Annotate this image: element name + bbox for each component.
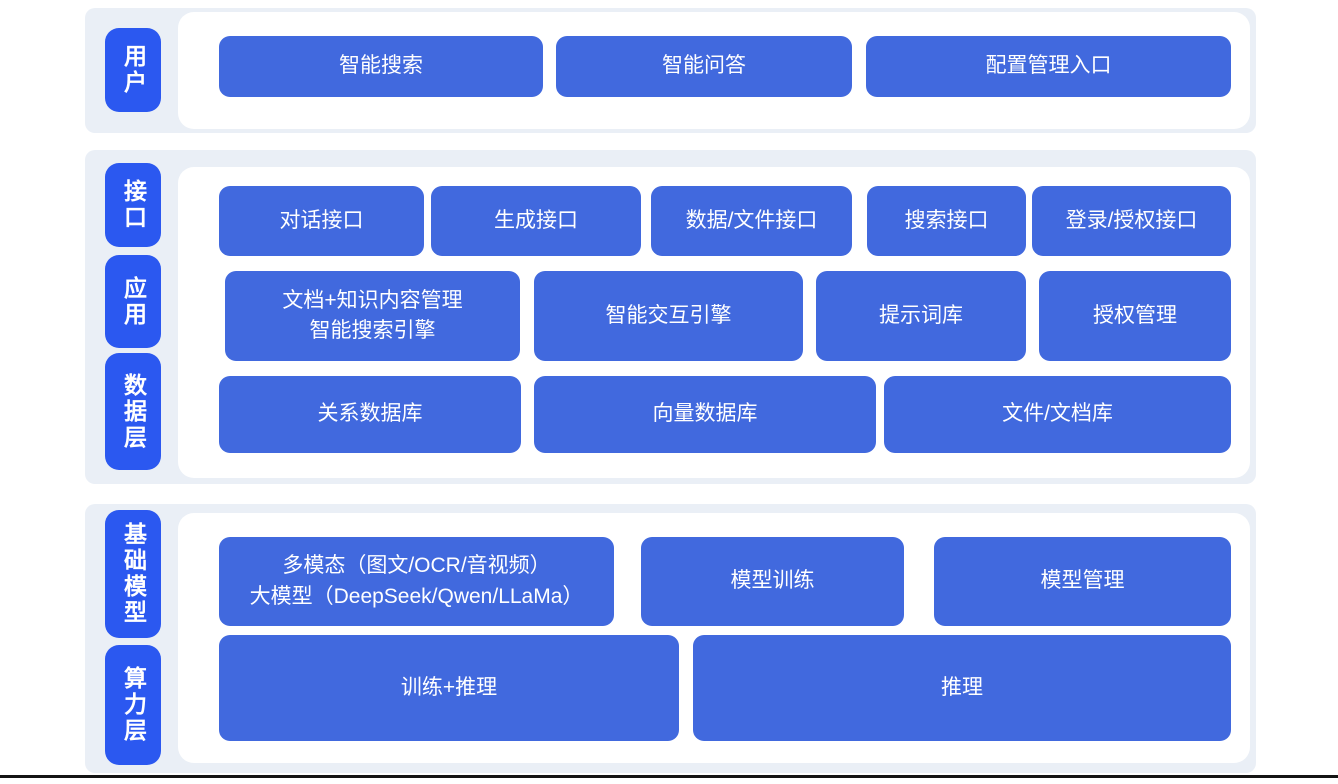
- node-prompt-library: 提示词库: [816, 271, 1026, 361]
- node-doc-knowledge-search-engine: 文档+知识内容管理 智能搜索引擎: [225, 271, 520, 361]
- node-vector-db: 向量数据库: [534, 376, 876, 453]
- node-smart-search: 智能搜索: [219, 36, 543, 97]
- node-training-inference: 训练+推理: [219, 635, 679, 741]
- node-smart-qa: 智能问答: [556, 36, 852, 97]
- rail-label-user: 用户: [105, 28, 161, 112]
- bottom-divider-line: [0, 775, 1338, 778]
- node-model-training: 模型训练: [641, 537, 904, 626]
- rail-label-compute-layer: 算力层: [105, 645, 161, 765]
- node-model-management: 模型管理: [934, 537, 1231, 626]
- node-file-doc-store: 文件/文档库: [884, 376, 1231, 453]
- node-auth-management: 授权管理: [1039, 271, 1231, 361]
- node-interaction-engine: 智能交互引擎: [534, 271, 803, 361]
- node-login-auth-api: 登录/授权接口: [1032, 186, 1231, 256]
- node-multimodal-llm: 多模态（图文/OCR/音视频） 大模型（DeepSeek/Qwen/LLaMa）: [219, 537, 614, 626]
- node-relational-db: 关系数据库: [219, 376, 521, 453]
- node-config-management-entry: 配置管理入口: [866, 36, 1231, 97]
- rail-label-foundation-model: 基础模型: [105, 510, 161, 638]
- node-dialog-api: 对话接口: [219, 186, 424, 256]
- rail-label-interface: 接口: [105, 163, 161, 247]
- node-search-api: 搜索接口: [867, 186, 1026, 256]
- node-generation-api: 生成接口: [431, 186, 641, 256]
- node-inference: 推理: [693, 635, 1231, 741]
- rail-label-data-layer: 数据层: [105, 353, 161, 470]
- node-data-file-api: 数据/文件接口: [651, 186, 852, 256]
- rail-label-application: 应用: [105, 255, 161, 348]
